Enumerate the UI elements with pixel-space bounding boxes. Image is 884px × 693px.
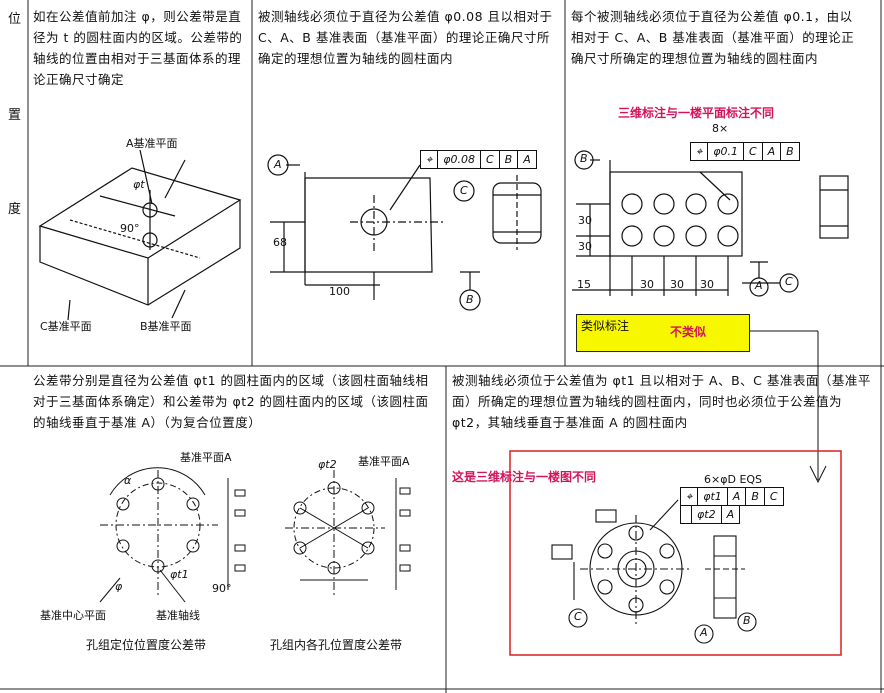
fcf-cell-5-bottom: φt2 A bbox=[680, 505, 741, 524]
label-datum-axis: 基准轴线 bbox=[156, 609, 200, 622]
block-3d-drawing bbox=[38, 149, 242, 321]
fcf-cell-5-top: ⌖ φt1 A B C bbox=[680, 487, 784, 506]
red-frame bbox=[509, 450, 842, 656]
fcf-value: φ0.08 bbox=[438, 151, 481, 168]
label-datum-a: A基准平面 bbox=[126, 137, 178, 150]
label-datum-a-1: 基准平面A bbox=[180, 451, 232, 464]
not-similar-label: 不类似 bbox=[670, 325, 707, 339]
caption-hole-position: 孔组内各孔位置度公差带 bbox=[270, 638, 403, 652]
label-t1: φt1 bbox=[170, 568, 189, 581]
datum-a-symbol: A bbox=[274, 158, 282, 171]
datum-b-symbol: B bbox=[580, 152, 588, 165]
similar-annotation-box: 类似标注 不类似 bbox=[576, 314, 750, 352]
fcf-datum-3: C bbox=[769, 490, 778, 503]
datum-a-symbol: A bbox=[755, 279, 763, 292]
plate-hole-drawing bbox=[267, 154, 542, 311]
cell-4-text: 公差带分别是直径为公差值 φt1 的圆柱面内的区域（该圆柱面轴线相对于三基面体系… bbox=[33, 373, 429, 430]
datum-b-symbol: B bbox=[743, 614, 751, 627]
dim-h1: 30 bbox=[640, 278, 654, 291]
hole-group-drawing-2 bbox=[285, 470, 411, 595]
caption-group-position: 孔组定位位置度公差带 bbox=[86, 638, 207, 652]
position-icon: ⌖ bbox=[421, 151, 439, 168]
label-alpha: α bbox=[124, 474, 132, 487]
label-angle: 90° bbox=[120, 222, 140, 235]
label-datum-a-2: 基准平面A bbox=[358, 455, 410, 468]
fcf-datum-2: B bbox=[500, 151, 519, 168]
note-3d-vs-floor: 这是三维标注与一楼图不同 bbox=[452, 470, 597, 484]
cell-2-text: 被测轴线必须位于直径为公差值 φ0.08 且以相对于 C、A、B 基准表面（基准… bbox=[258, 9, 553, 66]
side-label-1: 位 bbox=[8, 12, 22, 27]
label-angle: 90° bbox=[212, 582, 232, 595]
fcf-datum-1: C bbox=[481, 151, 500, 168]
similar-label: 类似标注 bbox=[581, 319, 630, 333]
hole-spec: 6×φD EQS bbox=[704, 473, 763, 486]
datum-b-symbol: B bbox=[466, 293, 474, 306]
fcf-datum-3: A bbox=[523, 153, 531, 166]
dim-h0: 15 bbox=[577, 278, 591, 291]
label-phi-t: φt bbox=[133, 178, 145, 191]
datum-a-symbol: A bbox=[700, 626, 708, 639]
hole-quantity: 8× bbox=[712, 122, 729, 135]
dim-68: 68 bbox=[273, 236, 287, 249]
fcf-cell-2: ⌖ φ0.08 C B A bbox=[420, 150, 537, 169]
label-phi: φ bbox=[115, 580, 123, 593]
note-3d-vs-plan: 三维标注与一楼平面标注不同 bbox=[618, 106, 775, 120]
label-datum-b: B基准平面 bbox=[140, 320, 192, 333]
label-center-plane: 基准中心平面 bbox=[40, 609, 106, 622]
fcf-datum-2: A bbox=[763, 143, 782, 160]
position-icon: ⌖ bbox=[681, 488, 699, 505]
dim-100: 100 bbox=[329, 285, 350, 298]
label-t2: φt2 bbox=[318, 458, 337, 471]
label-datum-c: C基准平面 bbox=[40, 320, 92, 333]
cell-5-text: 被测轴线必须位于公差值为 φt1 且以相对于 A、B、C 基准表面（基准平面）所… bbox=[452, 373, 871, 430]
fcf-blank bbox=[681, 506, 692, 523]
hole-group-drawing-1 bbox=[99, 467, 246, 603]
eight-hole-plate-drawing bbox=[572, 150, 849, 297]
flange-drawing bbox=[551, 499, 757, 644]
datum-c-symbol: C bbox=[574, 610, 582, 623]
fcf-value: φt1 bbox=[698, 488, 728, 505]
cell-3-text: 每个被测轴线必须位于直径为公差值 φ0.1，由以相对于 C、A、B 基准表面（基… bbox=[571, 9, 855, 66]
position-icon: ⌖ bbox=[691, 143, 709, 160]
fcf-datum-1: C bbox=[744, 143, 763, 160]
fcf-datum-1: A bbox=[726, 508, 735, 521]
side-label-3: 度 bbox=[8, 202, 22, 217]
datum-c-symbol: C bbox=[460, 184, 468, 197]
side-label-2: 置 bbox=[8, 108, 22, 123]
dim-h2: 30 bbox=[670, 278, 684, 291]
cell-1-text: 如在公差值前加注 φ，则公差带是直径为 t 的圆柱面内的区域。公差带的轴线的位置… bbox=[33, 9, 243, 87]
fcf-value: φ0.1 bbox=[708, 143, 744, 160]
side-label-column: 位 置 度 bbox=[2, 0, 26, 366]
dim-v1: 30 bbox=[578, 214, 592, 227]
fcf-datum-3: B bbox=[786, 145, 794, 158]
fcf-cell-3: ⌖ φ0.1 C A B bbox=[690, 142, 800, 161]
dim-v2: 30 bbox=[578, 240, 592, 253]
fcf-datum-2: B bbox=[746, 488, 765, 505]
dim-h3: 30 bbox=[700, 278, 714, 291]
fcf-value: φt2 bbox=[692, 506, 722, 523]
datum-c-symbol: C bbox=[785, 275, 793, 288]
fcf-datum-1: A bbox=[728, 488, 747, 505]
